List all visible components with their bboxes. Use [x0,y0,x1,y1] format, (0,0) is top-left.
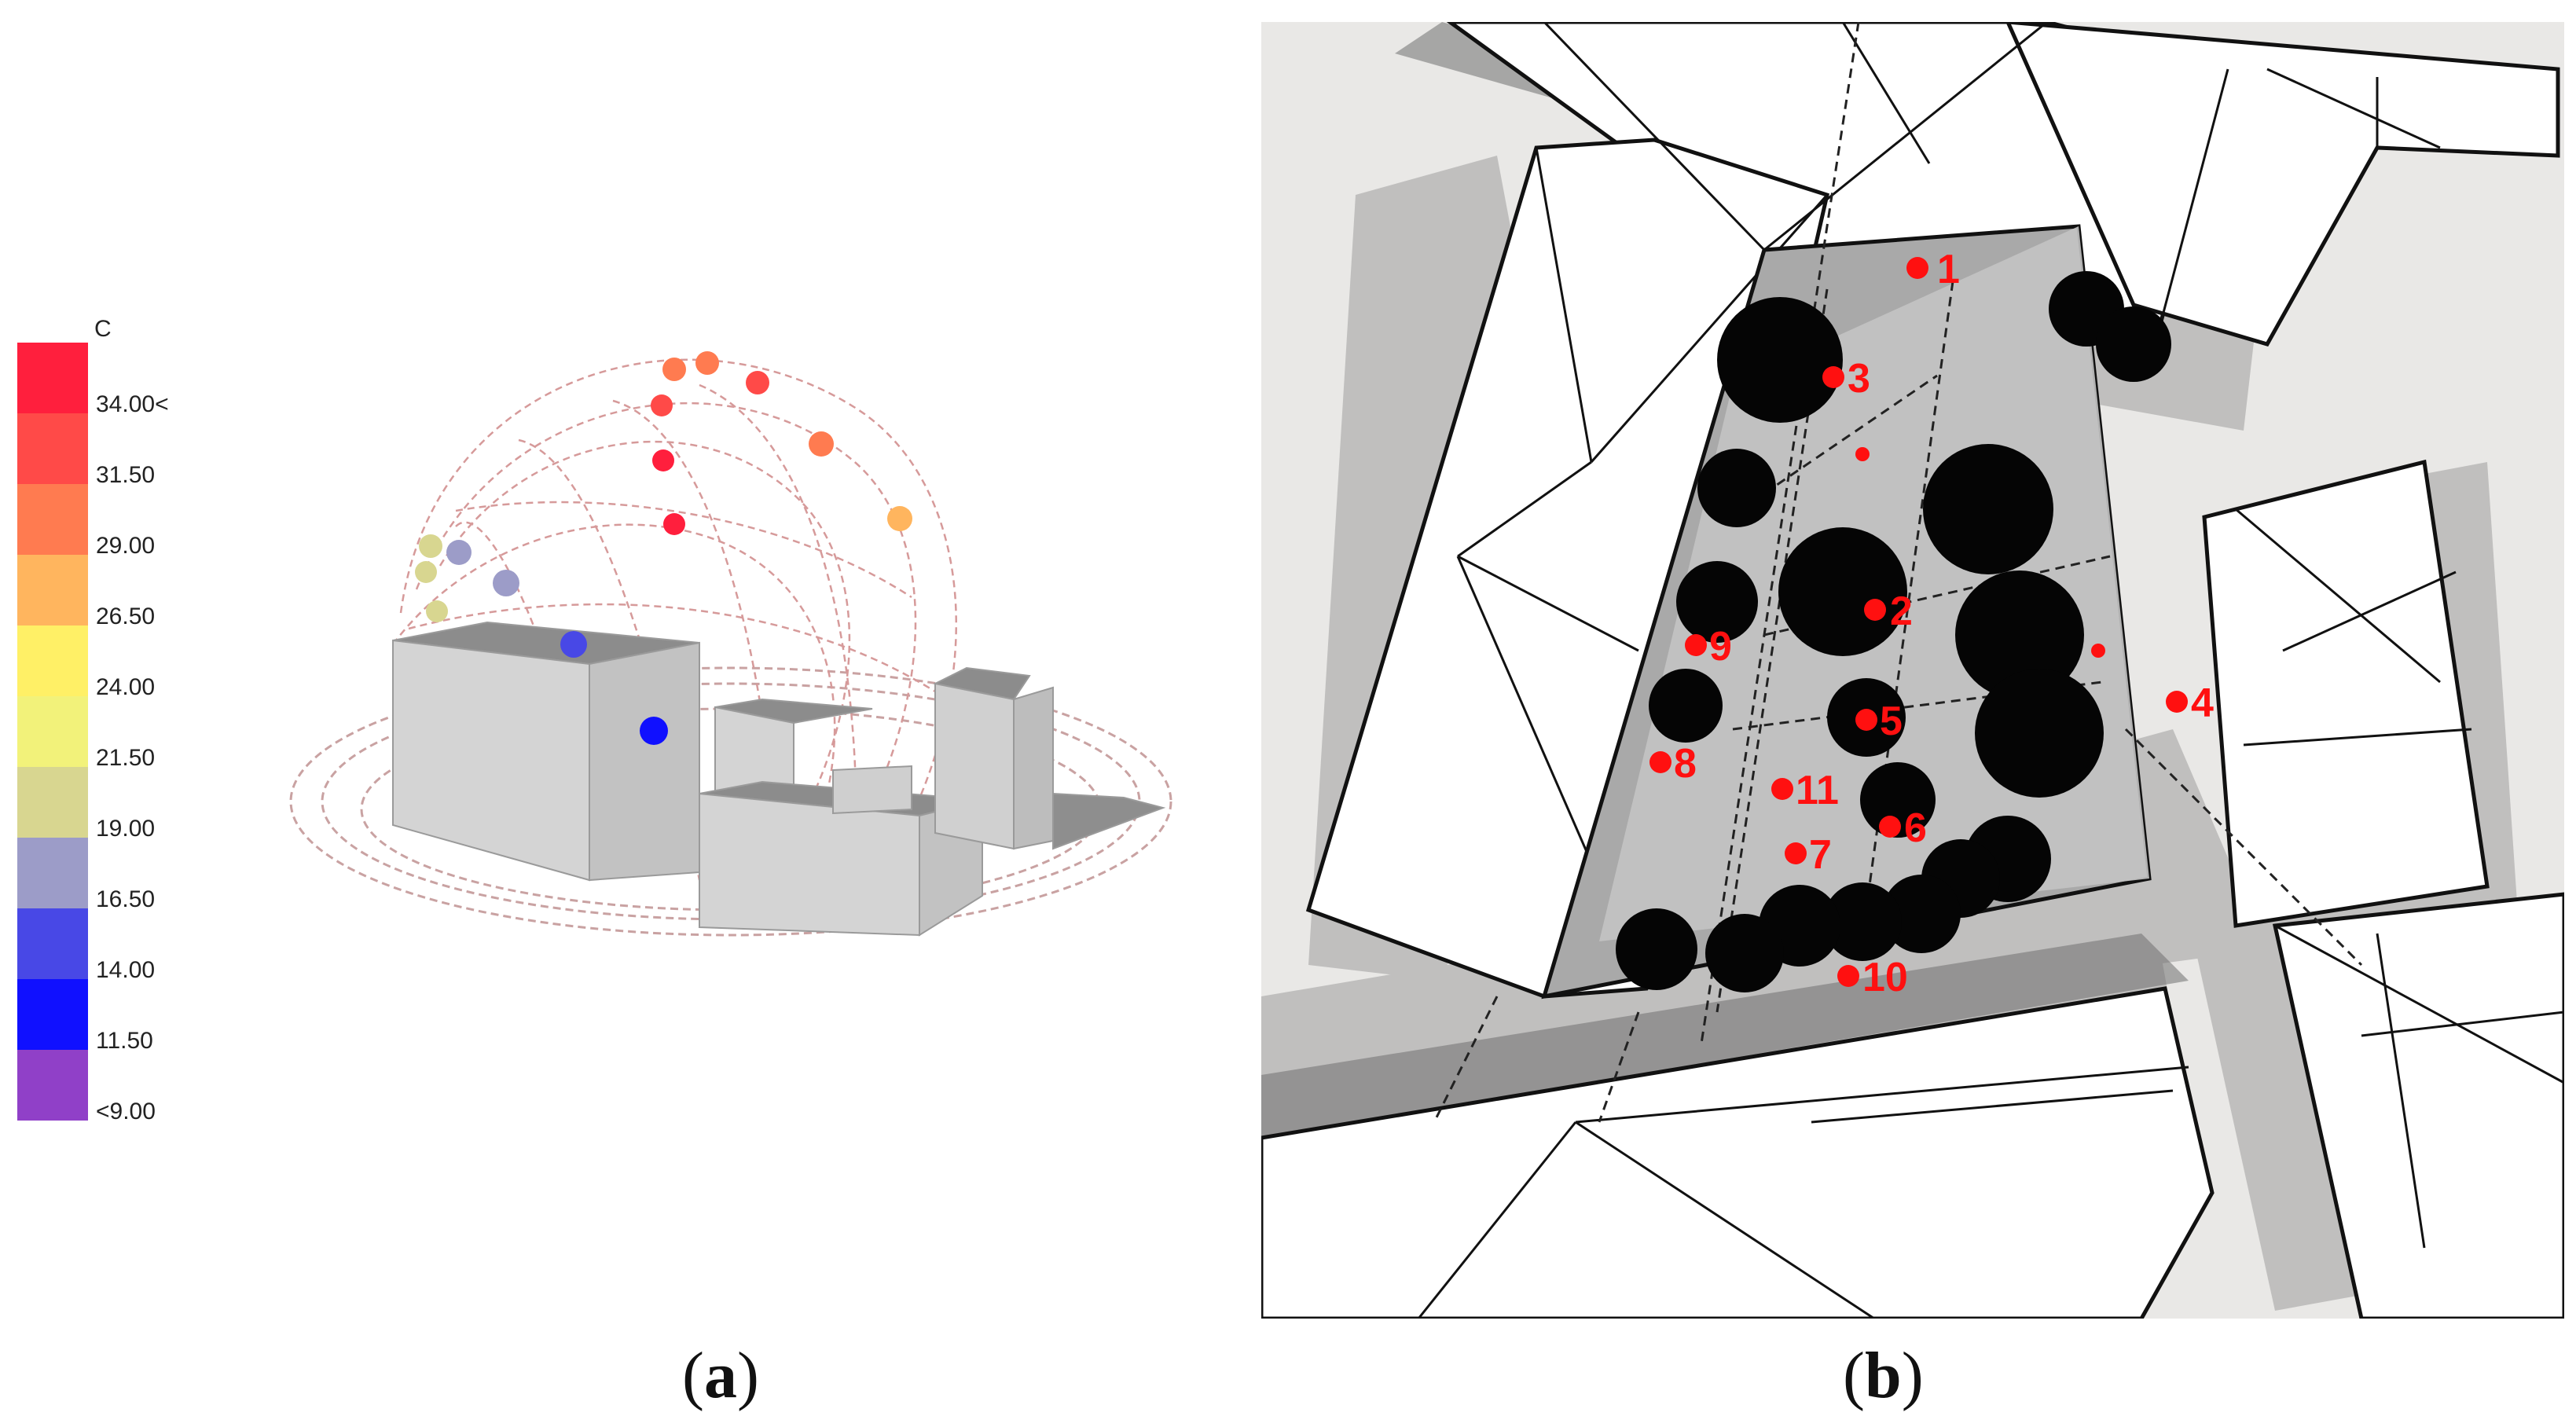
measurement-point-3 [1822,366,1844,388]
legend-swatch [17,413,88,484]
legend-tick-label: 29.00 [96,533,156,559]
measurement-points [1649,257,2188,987]
measurement-point-8 [1649,751,1671,773]
measurement-point-2 [1864,599,1886,621]
measurement-point-4 [2166,691,2188,713]
legend-tick-label: <9.00 [96,1099,156,1124]
caption-b: (b) [1843,1339,1924,1412]
point-label-6: 6 [1904,805,1927,851]
measurement-point-6 [1879,816,1901,838]
caption-a: (a) [682,1339,759,1412]
point-label-8: 8 [1674,741,1697,787]
tree-canopies [1616,271,2171,992]
measurement-point-11 [1771,778,1793,800]
legend-tick-label: 24.00 [96,674,156,700]
point-label-7: 7 [1809,832,1832,878]
sun-path-3d-model [289,351,1172,937]
measurement-point-9 [1685,634,1707,656]
point-label-11: 11 [1796,768,1839,813]
point-label-5: 5 [1880,699,1903,744]
building-mesh [1417,20,2565,1320]
sun-position-markers [415,351,912,745]
point-label-4: 4 [2191,680,2214,726]
point-label-9: 9 [1709,624,1732,669]
legend-tick-label: 19.00 [96,816,156,842]
panel-a-sun-path: C 34.00< 31.50 29.00 26.50 24.00 21.50 19.00 16… [0,0,1226,1427]
site-plan-top-view: 1 2 3 4 5 6 7 8 9 10 11 [1259,20,2567,1321]
courtyard-grid [1433,21,2363,1123]
panel-b-site-plan: 1 2 3 4 5 6 7 8 9 10 11 (b) [1259,20,2567,1412]
measurement-point-1 [1906,257,1928,279]
legend-tick-label: 31.50 [96,462,156,488]
point-label-3: 3 [1848,356,1870,402]
building-blocks [1259,20,2567,1321]
legend-tick-label: 14.00 [96,957,156,983]
legend-swatch [17,767,88,838]
legend-swatch [17,908,88,979]
legend-swatch [17,343,88,413]
legend-swatch [17,838,88,908]
point-label-10: 10 [1862,955,1908,1000]
legend-swatch [17,1050,88,1121]
point-label-2: 2 [1890,589,1913,634]
legend-tick-label: 26.50 [96,603,156,629]
measurement-point-5 [1855,709,1877,731]
legend-tick-label: 11.50 [96,1028,153,1054]
legend-swatch [17,484,88,555]
legend-tick-label: 16.50 [96,886,156,912]
legend-tick-label: 34.00< [96,391,169,417]
measurement-point-10 [1837,965,1859,987]
legend-tick-label: 21.50 [96,745,156,771]
legend-swatch [17,555,88,625]
legend-swatch [17,625,88,696]
measurement-labels: 1 2 3 4 5 6 7 8 9 10 11 [1674,247,2214,1000]
point-label-1: 1 [1937,247,1960,292]
legend-swatches [17,343,88,1121]
legend-swatch [17,979,88,1050]
legend-swatch [17,696,88,767]
legend-unit: C [94,316,112,342]
measurement-point-7 [1785,842,1807,864]
buildings [392,621,1166,937]
